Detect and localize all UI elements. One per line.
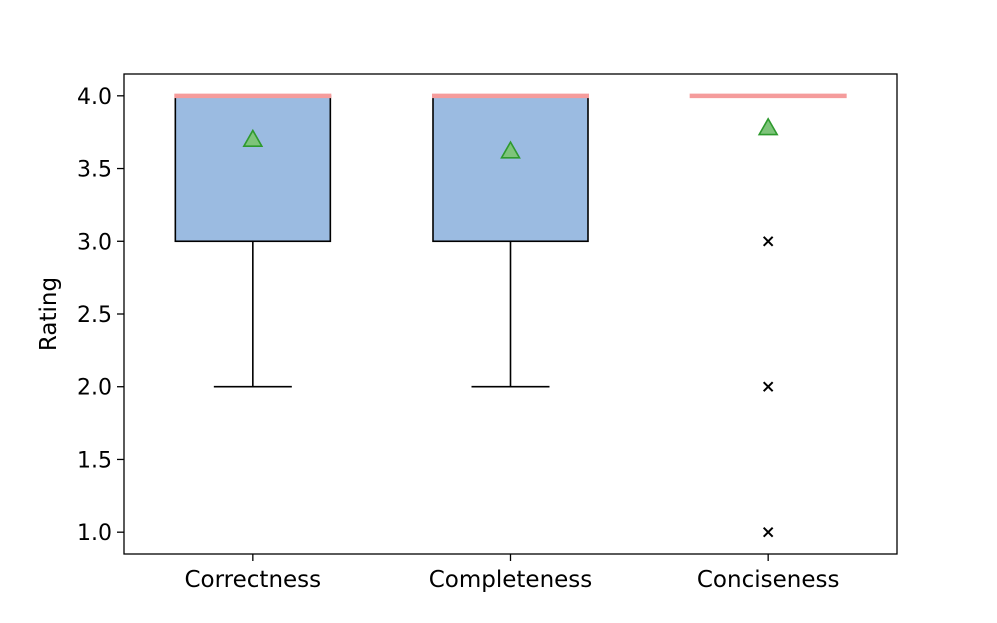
mean-marker <box>500 140 521 159</box>
outlier-marker <box>762 236 774 247</box>
y-tick-label: 4.0 <box>77 85 112 110</box>
x-axis-ticks: Correctness Completeness Conciseness <box>185 554 840 593</box>
y-tick-label: 2.5 <box>77 303 112 328</box>
y-axis-title: Rating <box>36 277 62 351</box>
outlier-stroke <box>762 381 774 392</box>
mean-marker <box>757 117 779 136</box>
plot-marks <box>174 93 847 538</box>
box-iqr <box>174 95 332 243</box>
x-tick-label: Completeness <box>429 567 593 593</box>
x-tick-label: Correctness <box>185 567 322 593</box>
box-group-correctness <box>174 93 332 388</box>
box-group-completeness <box>432 93 589 388</box>
box-iqr <box>432 95 589 243</box>
y-tick-label: 3.5 <box>77 158 112 183</box>
mean-marker <box>242 128 264 148</box>
y-tick-label: 2.0 <box>77 376 112 401</box>
outlier-marker <box>762 526 774 538</box>
box-group-conciseness <box>689 93 847 538</box>
y-axis-ticks: 1.0 1.5 2.0 2.5 3.0 3.5 4.0 <box>77 85 124 546</box>
outlier-stroke <box>762 236 774 247</box>
y-tick-label: 3.0 <box>77 230 112 255</box>
outlier-stroke <box>762 526 774 538</box>
x-tick-label: Conciseness <box>697 567 840 593</box>
outlier-marker <box>762 381 774 392</box>
plot-frame <box>123 73 898 555</box>
y-tick-label: 1.5 <box>77 448 112 473</box>
y-tick-label: 1.0 <box>77 521 112 546</box>
